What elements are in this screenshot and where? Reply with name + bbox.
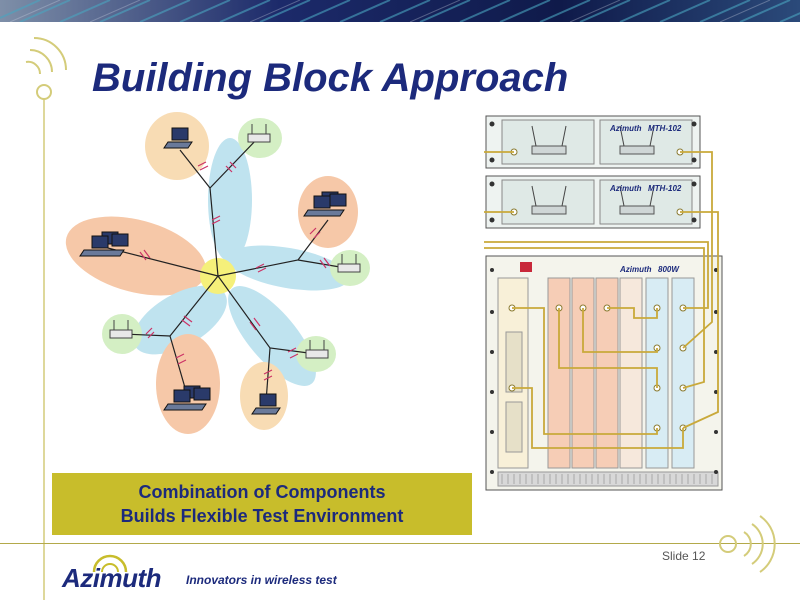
chassis-main-brand: Azimuth [619,265,652,274]
left-signal-decoration [25,37,67,600]
tagline: Innovators in wireless test [186,573,337,587]
chassis-main: Azimuth 800W [485,255,723,491]
lobe-lower-left-blue [133,285,227,355]
laptop-group-left [79,231,129,257]
caption-line-1: Combination of Components [138,482,386,502]
lobe-bottom-right-blue [228,286,316,386]
access-point-icon [337,254,361,273]
top-banner [0,0,800,22]
logo: Azimuth [62,560,162,594]
slide-number: Slide 12 [662,549,706,563]
laptop-icon [163,127,193,149]
caption-box: Combination of Components Builds Flexibl… [52,473,472,535]
page-title: Building Block Approach [92,56,569,100]
logo-wordmark: Azimuth [62,563,162,593]
access-point-icon [305,340,329,359]
right-signal-decoration [719,515,776,573]
laptop-icon [251,393,281,415]
laptop-group-bottom [163,385,211,411]
footer-divider [0,543,800,544]
cables [484,151,719,449]
lobe-bottom [156,334,220,434]
attenuators [139,161,331,381]
chassis-top-brand: Azimuth [609,124,642,133]
chassis-top: Azimuth MTH-102 [485,115,701,169]
chassis-mid-brand: Azimuth [609,184,642,193]
access-point-icon [109,320,133,339]
chassis-main-model: 800W [658,265,680,274]
access-points [109,124,361,359]
chassis-mid: Azimuth MTH-102 [485,175,701,229]
caption-line-2: Builds Flexible Test Environment [120,506,404,526]
laptop-group-upper-right [303,191,347,217]
chassis-mid-model: MTH-102 [648,184,682,193]
logo-arc-icon [92,554,128,573]
rack-diagram: Azimuth MTH-102 Azimuth MTH-102 Azimuth … [484,115,723,491]
lobe-top-blue [208,138,252,262]
lobe-right-blue [226,245,350,291]
access-point-icon [247,124,271,143]
laptops [79,127,347,415]
network-diagram [65,112,370,434]
chassis-top-model: MTH-102 [648,124,682,133]
